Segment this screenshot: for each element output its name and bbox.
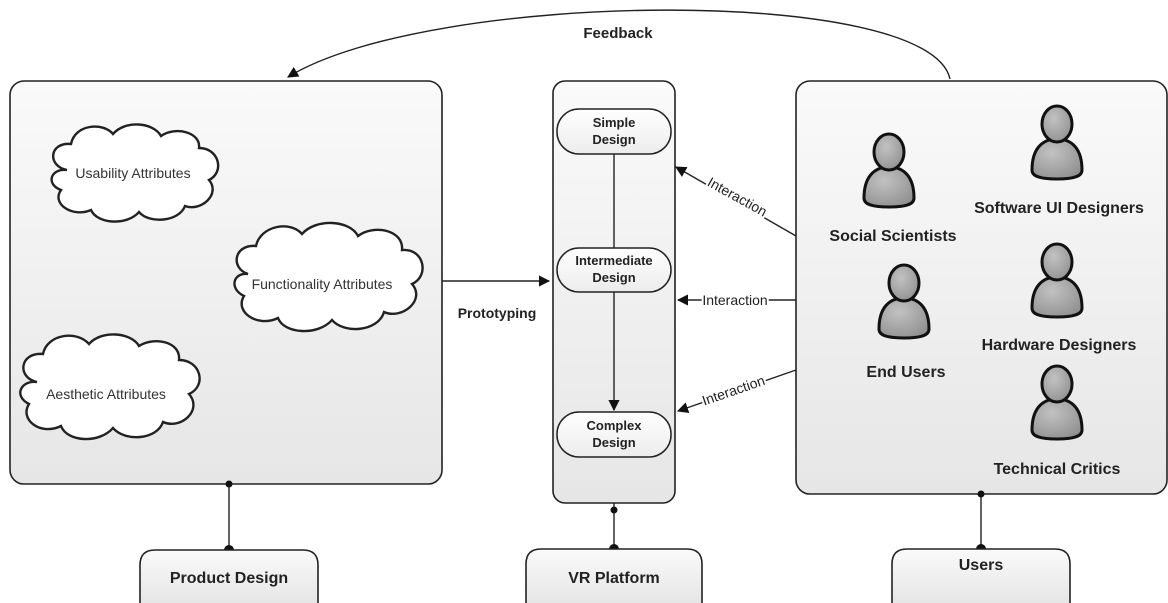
svg-text:Design: Design bbox=[592, 435, 635, 450]
svg-text:Aesthetic Attributes: Aesthetic Attributes bbox=[46, 386, 166, 402]
svg-text:Usability Attributes: Usability Attributes bbox=[75, 165, 190, 181]
interaction-label-1: Interaction bbox=[705, 174, 770, 220]
vr-platform-title-box: VR Platform bbox=[525, 548, 703, 603]
connector-dot bbox=[225, 480, 233, 488]
social-scientists-label: Social Scientists bbox=[829, 228, 956, 245]
intermediate-design-node: Intermediate Design bbox=[556, 247, 672, 293]
software-ui-designers-label: Software UI Designers bbox=[974, 200, 1144, 217]
complex-design-node: Complex Design bbox=[556, 411, 672, 458]
svg-text:Product Design: Product Design bbox=[170, 570, 288, 587]
technical-critics-label: Technical Critics bbox=[994, 461, 1121, 478]
interaction-arrow-complex bbox=[676, 369, 797, 413]
svg-text:Complex: Complex bbox=[587, 418, 643, 433]
usability-attributes-cloud: Usability Attributes bbox=[50, 123, 220, 223]
svg-text:Simple: Simple bbox=[593, 115, 636, 130]
svg-text:Design: Design bbox=[592, 270, 635, 285]
svg-text:Functionality Attributes: Functionality Attributes bbox=[252, 276, 393, 292]
svg-text:Intermediate: Intermediate bbox=[575, 253, 652, 268]
users-title-box: Users bbox=[891, 548, 1071, 603]
connector-dot bbox=[977, 490, 985, 498]
end-users-label: End Users bbox=[866, 364, 945, 381]
simple-design-node: Simple Design bbox=[556, 108, 672, 155]
feedback-label: Feedback bbox=[583, 25, 653, 42]
interaction-label-2: Interaction bbox=[702, 292, 767, 308]
aesthetic-attributes-cloud: Aesthetic Attributes bbox=[19, 333, 201, 441]
functionality-attributes-cloud: Functionality Attributes bbox=[233, 221, 424, 333]
users-panel bbox=[795, 80, 1168, 495]
feedback-arc bbox=[287, 9, 951, 80]
prototyping-label: Prototyping bbox=[458, 305, 537, 321]
interaction-label-3: Interaction bbox=[700, 372, 767, 408]
product-design-title-box: Product Design bbox=[139, 549, 319, 603]
svg-text:Users: Users bbox=[959, 557, 1004, 574]
svg-text:Design: Design bbox=[592, 132, 635, 147]
hardware-designers-label: Hardware Designers bbox=[982, 337, 1137, 354]
svg-text:VR Platform: VR Platform bbox=[568, 570, 660, 587]
interaction-arrow-simple bbox=[675, 166, 797, 237]
connector-dot bbox=[610, 506, 618, 514]
